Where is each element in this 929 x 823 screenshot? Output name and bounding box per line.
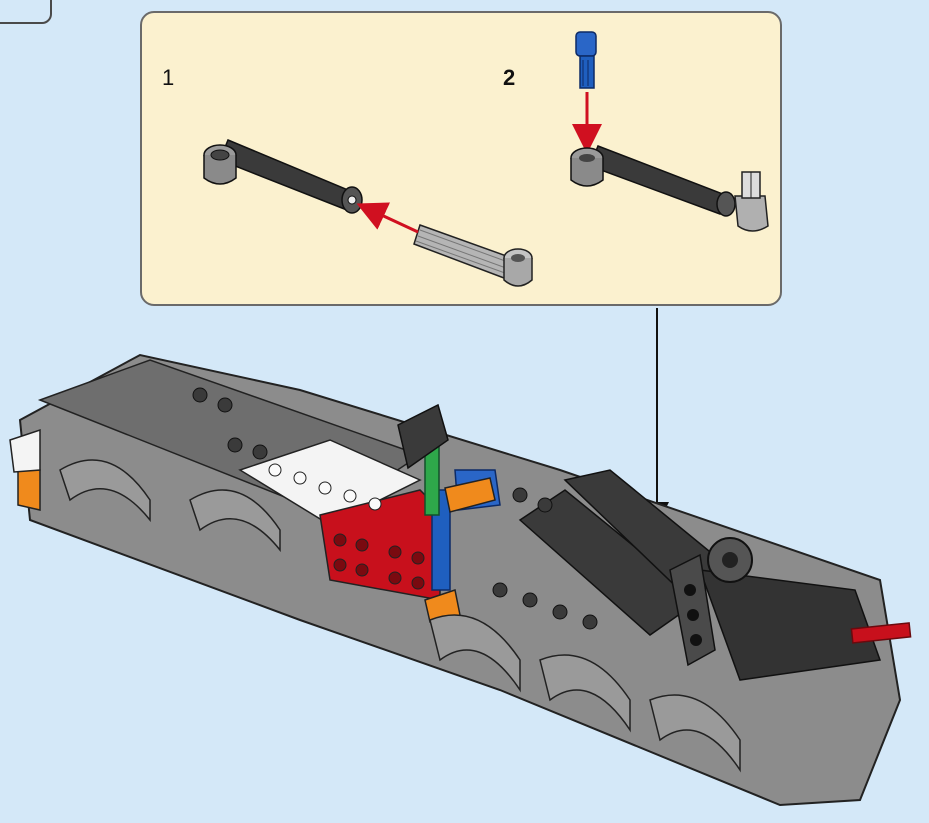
insert-arrow bbox=[356, 202, 419, 234]
substep-2-illustration bbox=[570, 31, 769, 232]
dark-arm-part bbox=[203, 139, 363, 214]
substep-1-illustration bbox=[203, 139, 533, 287]
main-model bbox=[9, 353, 912, 807]
gray-axle-connector-part bbox=[413, 224, 533, 287]
page-corner-tab bbox=[0, 0, 52, 24]
assembled-arm-part bbox=[570, 145, 769, 232]
substep-number-2: 2 bbox=[503, 65, 516, 90]
blue-pin-part bbox=[575, 31, 597, 89]
substep-number-1: 1 bbox=[162, 65, 175, 90]
